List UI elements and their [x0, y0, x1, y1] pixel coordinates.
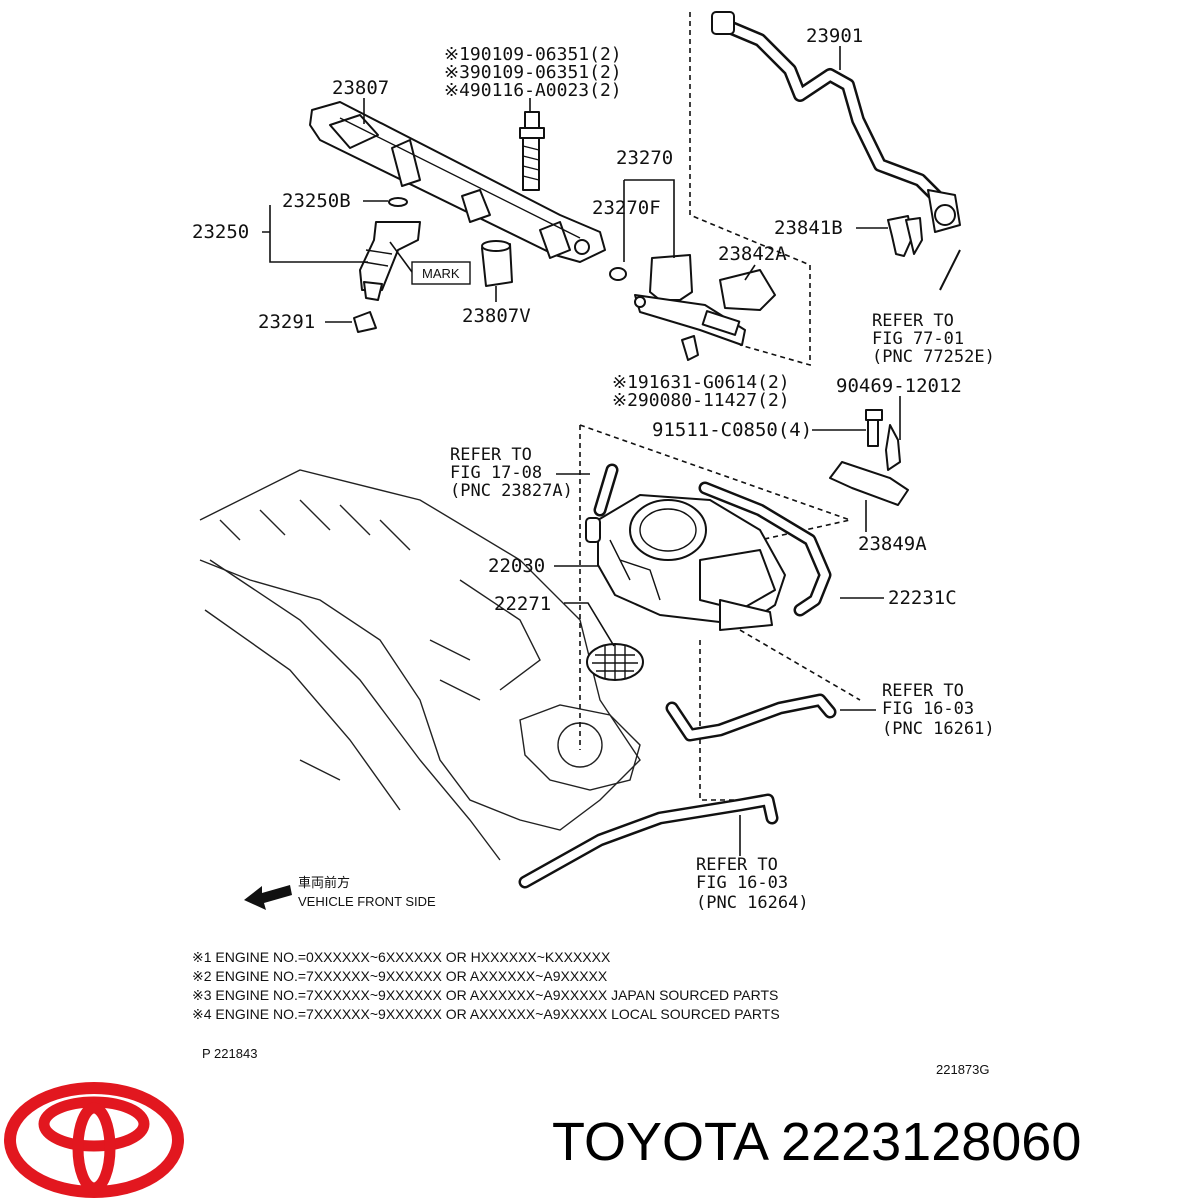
- hose-ref-16-261: [665, 693, 837, 742]
- refer-16-264-line3: (PNC 16264): [696, 893, 809, 913]
- link-line-right: [739, 629, 861, 701]
- refer-16-261-line2: FIG 16-03: [882, 699, 974, 719]
- toyota-logo: [4, 1082, 184, 1198]
- refer-16-261-line3: (PNC 16261): [882, 719, 995, 739]
- clip-23841B: [887, 215, 923, 257]
- label-23250: 23250: [192, 221, 249, 243]
- bolt-ref-1: ※190109-06351(2): [444, 44, 622, 65]
- label-91511: 91511-C0850(4): [652, 419, 812, 441]
- clamp-23842A: [719, 269, 776, 311]
- sensor-ref-2: ※290080-11427(2): [612, 390, 790, 411]
- label-22231C: 22231C: [888, 587, 957, 609]
- brand-part-number: TOYOTA 2223128060: [552, 1112, 1081, 1172]
- refer-77-01-line3: (PNC 77252E): [872, 347, 995, 367]
- label-mark: MARK: [422, 266, 460, 281]
- refer-77-01-line1: REFER TO: [872, 311, 954, 331]
- hose-22231C: [698, 481, 832, 617]
- bolt-91511: [865, 409, 883, 447]
- assembly-boundary-line: [689, 12, 811, 367]
- refer-77-01-line2: FIG 77-01: [872, 329, 964, 349]
- fuel-rail-23807: [309, 101, 606, 263]
- refer-17-08-line2: FIG 17-08: [450, 463, 542, 483]
- spacer-23807V: [481, 240, 513, 287]
- leader-lines: [262, 46, 901, 856]
- insulator-23291: [353, 311, 377, 333]
- label-23291: 23291: [258, 311, 315, 333]
- fuel-hose-23901: [711, 11, 961, 233]
- engine-note-1: ※1 ENGINE NO.=0XXXXXX~6XXXXXX OR HXXXXXX…: [192, 949, 611, 965]
- hose-ref-77-01: [939, 249, 961, 291]
- label-23901: 23901: [806, 25, 863, 47]
- label-23270: 23270: [616, 147, 673, 169]
- page-code: P 221843: [202, 1046, 257, 1061]
- pressure-regulator-23270: [634, 254, 746, 346]
- label-90469-12012: 90469-12012: [836, 375, 962, 397]
- gasket-22271: [586, 643, 644, 681]
- fuel-injector-23250: [359, 221, 421, 301]
- bolt-ref-2: ※390109-06351(2): [444, 62, 622, 83]
- vehicle-front-indicator: 車両前方 VEHICLE FRONT SIDE: [244, 875, 436, 910]
- engine-block-outline: [199, 469, 641, 861]
- throttle-body-22030: [585, 494, 786, 631]
- label-23270F: 23270F: [592, 197, 661, 219]
- refer-16-264-line1: REFER TO: [696, 855, 778, 875]
- refer-17-08-line3: (PNC 23827A): [450, 481, 573, 501]
- sensor-ref-1: ※191631-G0614(2): [612, 372, 790, 393]
- engine-note-3: ※3 ENGINE NO.=7XXXXXX~9XXXXXX OR AXXXXXX…: [192, 987, 778, 1003]
- refer-17-08-line1: REFER TO: [450, 445, 532, 465]
- mark-label: [389, 241, 471, 285]
- clip-90469: [885, 424, 901, 471]
- refer-16-264-line2: FIG 16-03: [696, 873, 788, 893]
- hose-ref-17-08: [593, 463, 619, 517]
- label-23807: 23807: [332, 77, 389, 99]
- refer-16-261-line1: REFER TO: [882, 681, 964, 701]
- front-label-jp: 車両前方: [298, 875, 350, 890]
- diagram-code: 221873G: [936, 1062, 990, 1077]
- front-arrow-icon: [244, 885, 292, 910]
- label-23250B: 23250B: [282, 190, 351, 212]
- label-23807V: 23807V: [462, 305, 531, 327]
- engine-note-2: ※2 ENGINE NO.=7XXXXXX~9XXXXXX OR AXXXXXX…: [192, 968, 608, 984]
- label-23849A: 23849A: [858, 533, 927, 555]
- hose-ref-16-264: [518, 793, 779, 889]
- label-22271: 22271: [494, 593, 551, 615]
- label-23842A: 23842A: [718, 243, 787, 265]
- bracket-23849A: [829, 461, 909, 506]
- label-22030: 22030: [488, 555, 545, 577]
- front-label-en: VEHICLE FRONT SIDE: [298, 894, 436, 909]
- o-ring-23270F: [609, 267, 627, 281]
- bolt-91631: [681, 335, 699, 361]
- label-23841B: 23841B: [774, 217, 843, 239]
- bolt-90109: [519, 111, 545, 191]
- bolt-ref-3: ※490116-A0023(2): [444, 80, 622, 101]
- engine-note-4: ※4 ENGINE NO.=7XXXXXX~9XXXXXX OR AXXXXXX…: [192, 1006, 780, 1022]
- o-ring-23250B: [388, 197, 408, 207]
